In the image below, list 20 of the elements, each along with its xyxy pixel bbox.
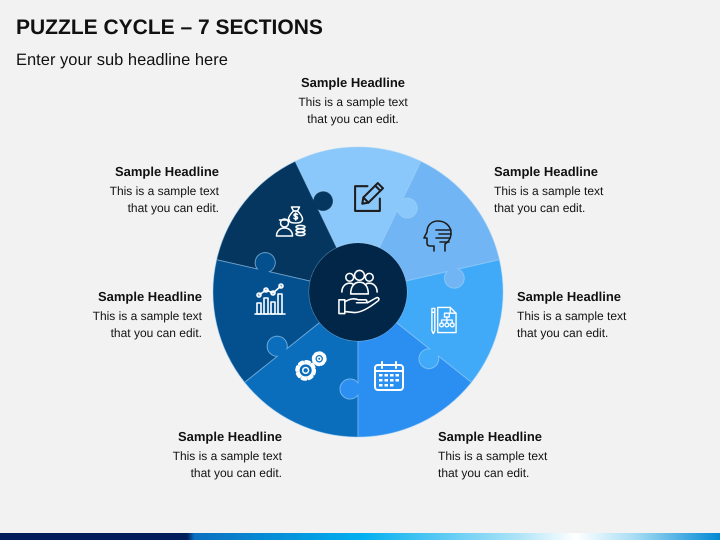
- section-text: This is a sample text that you can edit.: [517, 308, 628, 342]
- section-headline: Sample Headline: [517, 288, 622, 305]
- section-headline: Sample Headline: [438, 428, 544, 445]
- center-circle: [309, 243, 407, 341]
- puzzle-piece: [294, 146, 422, 248]
- section-text: This is a sample text that you can edit.: [438, 448, 548, 482]
- section-text: This is a sample text that you can edit.: [108, 183, 219, 217]
- subtitle: Enter your sub headline here: [16, 50, 228, 70]
- section-headline: Sample Headline: [114, 163, 219, 180]
- section-headline: Sample Headline: [300, 74, 406, 91]
- section-headline: Sample Headline: [96, 288, 202, 305]
- section-headline: Sample Headline: [494, 163, 600, 180]
- title: PUZZLE CYCLE – 7 SECTIONS: [16, 15, 323, 41]
- section-headline: Sample Headline: [176, 428, 282, 445]
- section-text: This is a sample text that you can edit.: [92, 308, 202, 342]
- section-text: This is a sample text that you can edit.: [172, 448, 282, 482]
- section-text: This is a sample text that you can edit.: [297, 94, 409, 128]
- section-text: This is a sample text that you can edit.: [494, 183, 604, 217]
- puzzle-piece: [212, 252, 320, 383]
- puzzle-piece: [396, 259, 504, 383]
